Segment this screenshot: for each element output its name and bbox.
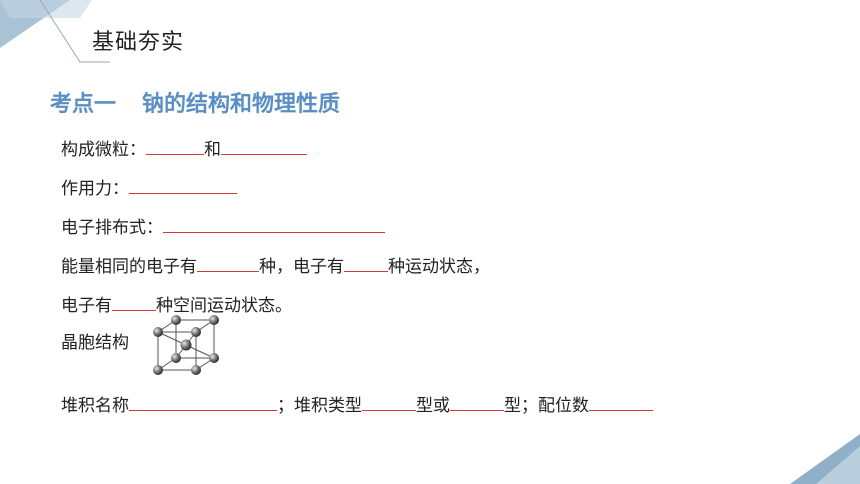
packing-type-label: ；堆积类型	[277, 396, 362, 416]
force-line: 作用力：	[61, 175, 237, 201]
coordination-label: 型；配位数	[504, 396, 589, 416]
section-title-topic: 钠的结构和物理性质	[142, 92, 341, 117]
space-prefix: 电子有	[61, 296, 112, 316]
particles-blank-1[interactable]	[146, 136, 204, 155]
particles-line: 构成微粒： 和	[61, 136, 307, 162]
corner-decoration-bottom-right	[790, 434, 860, 484]
force-blank[interactable]	[129, 175, 237, 194]
section-title: 考点一钠的结构和物理性质	[50, 86, 340, 118]
space-line: 电子有 种空间运动状态。	[61, 292, 292, 318]
particles-label: 构成微粒：	[61, 140, 146, 160]
energy-suffix: 种运动状态，	[388, 257, 490, 277]
particles-blank-2[interactable]	[221, 136, 307, 155]
section-title-number: 考点一	[50, 92, 117, 117]
energy-line: 能量相同的电子有 种，电子有 种运动状态，	[61, 253, 490, 279]
energy-mid: 种，电子有	[259, 257, 344, 277]
packing-line: 堆积名称 ；堆积类型 型或 型；配位数	[61, 392, 653, 418]
energy-blank-1[interactable]	[197, 253, 259, 272]
space-blank[interactable]	[112, 292, 156, 311]
corner-decoration-top-left	[0, 0, 110, 63]
header-title: 基础夯实	[92, 30, 185, 55]
electron-config-line: 电子排布式：	[61, 214, 385, 240]
coordination-number-blank[interactable]	[589, 392, 653, 411]
particles-connector: 和	[204, 140, 221, 160]
force-label: 作用力：	[61, 179, 129, 199]
bcc-unit-cell-image	[153, 315, 219, 375]
packing-name-blank[interactable]	[129, 392, 277, 411]
crystal-label: 晶胞结构	[61, 333, 129, 353]
packing-type-blank-2[interactable]	[450, 392, 504, 411]
energy-blank-2[interactable]	[344, 253, 388, 272]
energy-prefix: 能量相同的电子有	[61, 257, 197, 277]
packing-type-blank-1[interactable]	[362, 392, 416, 411]
electron-config-blank[interactable]	[163, 214, 385, 233]
crystal-line: 晶胞结构	[61, 331, 129, 355]
electron-config-label: 电子排布式：	[61, 218, 163, 238]
packing-or-label: 型或	[416, 396, 450, 416]
space-suffix: 种空间运动状态。	[156, 296, 292, 316]
packing-label: 堆积名称	[61, 396, 129, 416]
